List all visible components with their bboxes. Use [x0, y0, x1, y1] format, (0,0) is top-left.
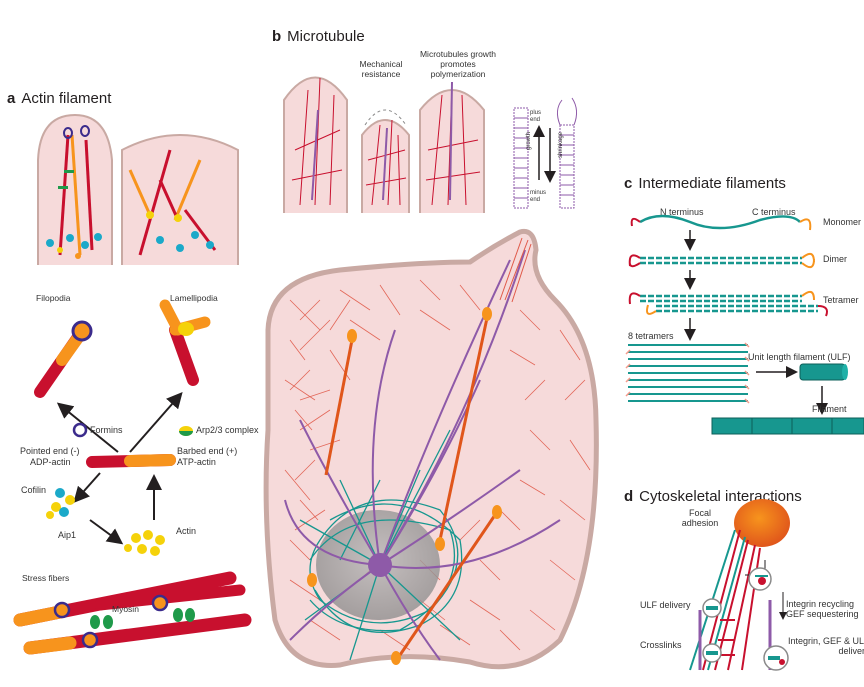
- actin-monomers: [124, 530, 165, 556]
- label-c-terminus: C terminus: [752, 207, 796, 217]
- central-actin-filament: [92, 460, 170, 462]
- label-n-terminus: N terminus: [660, 207, 704, 217]
- filopodia-tip: [38, 115, 112, 265]
- label-aip1: Aip1: [58, 530, 76, 540]
- label-barbed-end: Barbed end (+): [177, 446, 237, 456]
- actin-cycle-arrows: [60, 395, 180, 542]
- label-cofilin: Cofilin: [21, 485, 46, 495]
- label-actin: Actin: [176, 526, 196, 536]
- label-growth: growth: [526, 132, 532, 150]
- big-cell: [266, 231, 596, 666]
- cofilin-cluster: [46, 488, 75, 519]
- label-atp-actin: ATP-actin: [177, 457, 216, 467]
- lamellipodia-filament: [165, 305, 205, 380]
- label-ulf: Unit length filament (ULF): [748, 352, 851, 362]
- microtubule-tips: [284, 78, 484, 214]
- label-tetramer: Tetramer: [823, 295, 859, 305]
- lamellipodia-tip: [122, 135, 238, 265]
- label-filopodia: Filopodia: [36, 293, 71, 303]
- label-8-tetramers: 8 tetramers: [628, 331, 674, 341]
- arp-legend-icon: [179, 426, 193, 436]
- label-lamellipodia: Lamellipodia: [170, 293, 218, 303]
- filopodia-filament: [40, 322, 91, 392]
- label-formins: Formins: [90, 425, 123, 435]
- label-ulf-delivery: ULF delivery: [640, 600, 691, 610]
- label-myosin: Myosin: [112, 604, 139, 614]
- label-monomer: Monomer: [823, 217, 861, 227]
- formin-legend-icon: [74, 424, 86, 436]
- label-adp-actin: ADP-actin: [30, 457, 71, 467]
- label-arp23: Arp2/3 complex: [196, 425, 259, 435]
- label-filament: Filament: [812, 404, 847, 414]
- label-crosslinks: Crosslinks: [640, 640, 682, 650]
- if-assembly: [626, 216, 864, 434]
- label-stress-fibers: Stress fibers: [22, 573, 69, 583]
- label-dimer: Dimer: [823, 254, 847, 264]
- label-pointed-end: Pointed end (-): [20, 446, 80, 456]
- label-shrinkage: shrinkage: [558, 132, 564, 158]
